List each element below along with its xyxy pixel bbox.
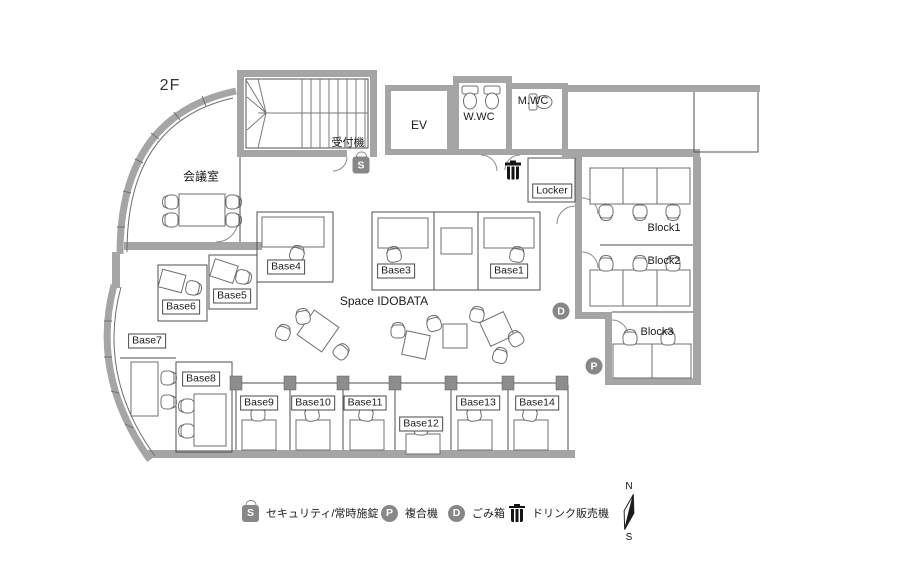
walls: [112, 70, 760, 458]
compass-needle-icon: [623, 494, 635, 530]
base13-label: Base13: [456, 395, 500, 411]
legend-security: S セキュリティ/常時施錠: [242, 499, 379, 522]
copier-marker: P: [585, 357, 603, 375]
base4-label: Base4: [267, 259, 305, 275]
legend-drink: ドリンク販売機: [509, 503, 609, 523]
floor-label: 2F: [159, 77, 181, 94]
base1-label: Base1: [490, 263, 528, 279]
legend-dust-label: ごみ箱: [472, 508, 505, 520]
legend-security-label: セキュリティ/常時施錠: [266, 508, 379, 520]
legend-copier-label: 複合機: [405, 508, 438, 520]
copier-icon: P: [381, 504, 398, 522]
security-gate-marker: S: [352, 151, 370, 174]
columns: [229, 375, 569, 391]
window-ticks: [104, 95, 207, 429]
base11-label: Base11: [343, 395, 387, 411]
base12-label: Base12: [399, 416, 443, 432]
space-idobata-label: Space IDOBATA: [339, 294, 429, 308]
base8-label: Base8: [182, 371, 220, 387]
legend-copier: P 複合機: [381, 504, 438, 522]
mens-wc-label: M.WC: [517, 95, 549, 107]
lock-shackle-icon: [355, 151, 367, 160]
elevator-label: EV: [410, 118, 428, 132]
base9-label: Base9: [240, 395, 278, 411]
window-wall-arcs: [103, 87, 237, 463]
base6-label: Base6: [162, 299, 200, 315]
compass: N S: [616, 481, 642, 543]
drink-machine-icon: [505, 160, 521, 180]
base14-label: Base14: [515, 395, 559, 411]
security-lock-icon: S: [242, 499, 259, 522]
legend-drink-label: ドリンク販売機: [532, 508, 609, 520]
legend-dust: D ごみ箱: [448, 504, 505, 522]
locker-label: Locker: [532, 183, 572, 199]
meeting-room-label: 会議室: [182, 169, 220, 184]
stairs: [245, 78, 368, 149]
dust-box-marker: D: [552, 302, 570, 320]
base10-label: Base10: [291, 395, 335, 411]
base7-label: Base7: [128, 333, 166, 349]
block3-label: Block3: [640, 326, 674, 338]
dust-box-icon: D: [448, 504, 465, 522]
block1-label: Block1: [647, 222, 681, 234]
compass-south-label: S: [625, 532, 633, 543]
reception-machine-label: 受付機: [331, 137, 365, 149]
block2-label: Block2: [647, 255, 681, 267]
base5-label: Base5: [213, 288, 251, 304]
compass-north-label: N: [625, 481, 633, 492]
drink-machine-legend-icon: [509, 503, 525, 523]
womens-wc-label: W.WC: [463, 111, 495, 123]
base3-label: Base3: [377, 263, 415, 279]
